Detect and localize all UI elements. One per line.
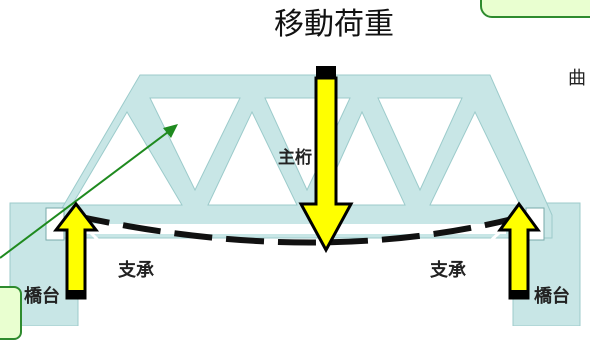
moving-load-label: 移動荷重 (274, 7, 394, 42)
callout-top-right-partial (480, 0, 590, 18)
bearing-label-left: 支承 (118, 260, 154, 281)
abutment-label-left: 橋台 (24, 286, 60, 307)
left-reaction-arrow (52, 201, 100, 300)
callout-leader (0, 125, 177, 259)
bearing-leader-right (466, 230, 502, 264)
right-reaction-arrow (497, 201, 541, 300)
left-reaction-arrow-base (67, 290, 85, 298)
truss-opening (207, 110, 298, 206)
bridge-figure (0, 66, 581, 326)
callout-leader-arrowhead (163, 124, 178, 138)
bearing-label-right: 支承 (430, 260, 466, 281)
truss-opening (377, 97, 463, 192)
truss-opening (149, 97, 241, 192)
main-girder-label: 主桁 (278, 148, 312, 168)
callout-bottom-left-partial (0, 286, 22, 340)
abutment-label-right: 橋台 (534, 286, 570, 307)
bending-label-partial: 曲 (568, 68, 586, 89)
truss-opening (319, 110, 406, 206)
right-reaction-arrow-base (510, 290, 528, 298)
bottom-chord-gap (86, 224, 506, 234)
truss-opening (429, 110, 521, 206)
deflection-curve (71, 212, 529, 246)
truss-opening (71, 111, 183, 206)
bearing-leader-left (88, 230, 122, 264)
load-arrow (298, 76, 354, 254)
